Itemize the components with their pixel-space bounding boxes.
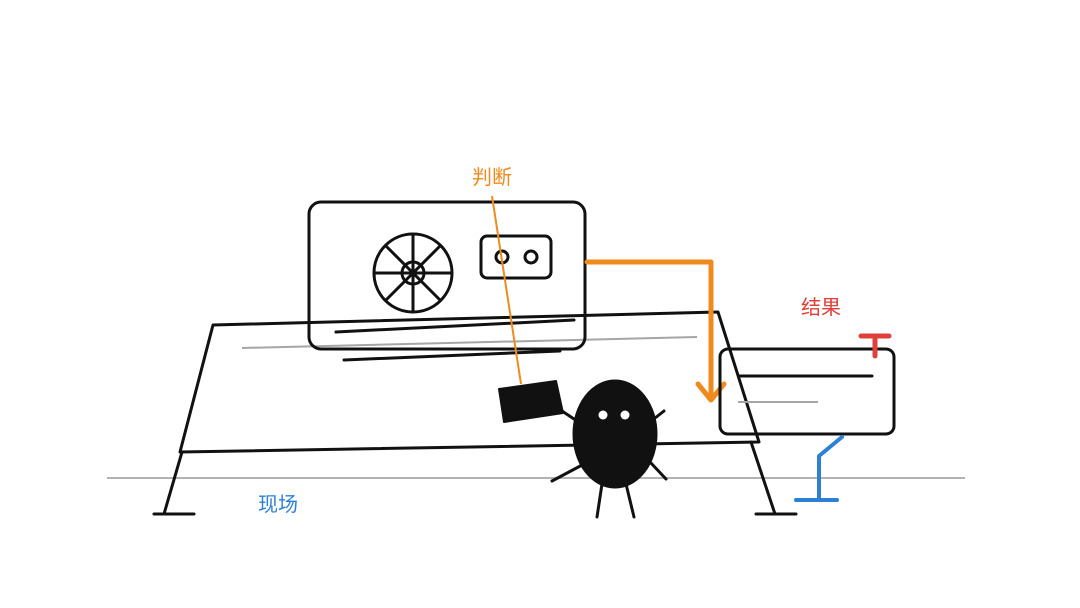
label-judge: 判断	[472, 165, 512, 189]
table	[152, 310, 798, 516]
table-top	[178, 310, 761, 454]
device-body	[307, 200, 587, 351]
flow-arrow	[584, 259, 727, 403]
judge-pointer-line	[491, 195, 522, 385]
black-bug-character	[550, 379, 668, 519]
table-leg-right	[749, 440, 777, 516]
device-slot-line	[334, 318, 576, 334]
result-panel	[718, 347, 896, 436]
fan-wheel-icon	[372, 232, 454, 314]
table-hint-line	[241, 336, 698, 349]
label-scene: 现场	[258, 492, 298, 516]
mascot-eye-left	[598, 410, 608, 420]
device	[307, 200, 587, 362]
red-t-marker	[858, 333, 892, 359]
device-shadow-line	[342, 349, 562, 362]
held-card	[498, 380, 564, 423]
blue-stand-marker	[794, 435, 844, 502]
table-leg-left	[162, 450, 184, 516]
two-lights-indicator-icon	[479, 234, 553, 280]
label-result: 结果	[801, 295, 841, 319]
mascot-eye-right	[620, 410, 630, 420]
